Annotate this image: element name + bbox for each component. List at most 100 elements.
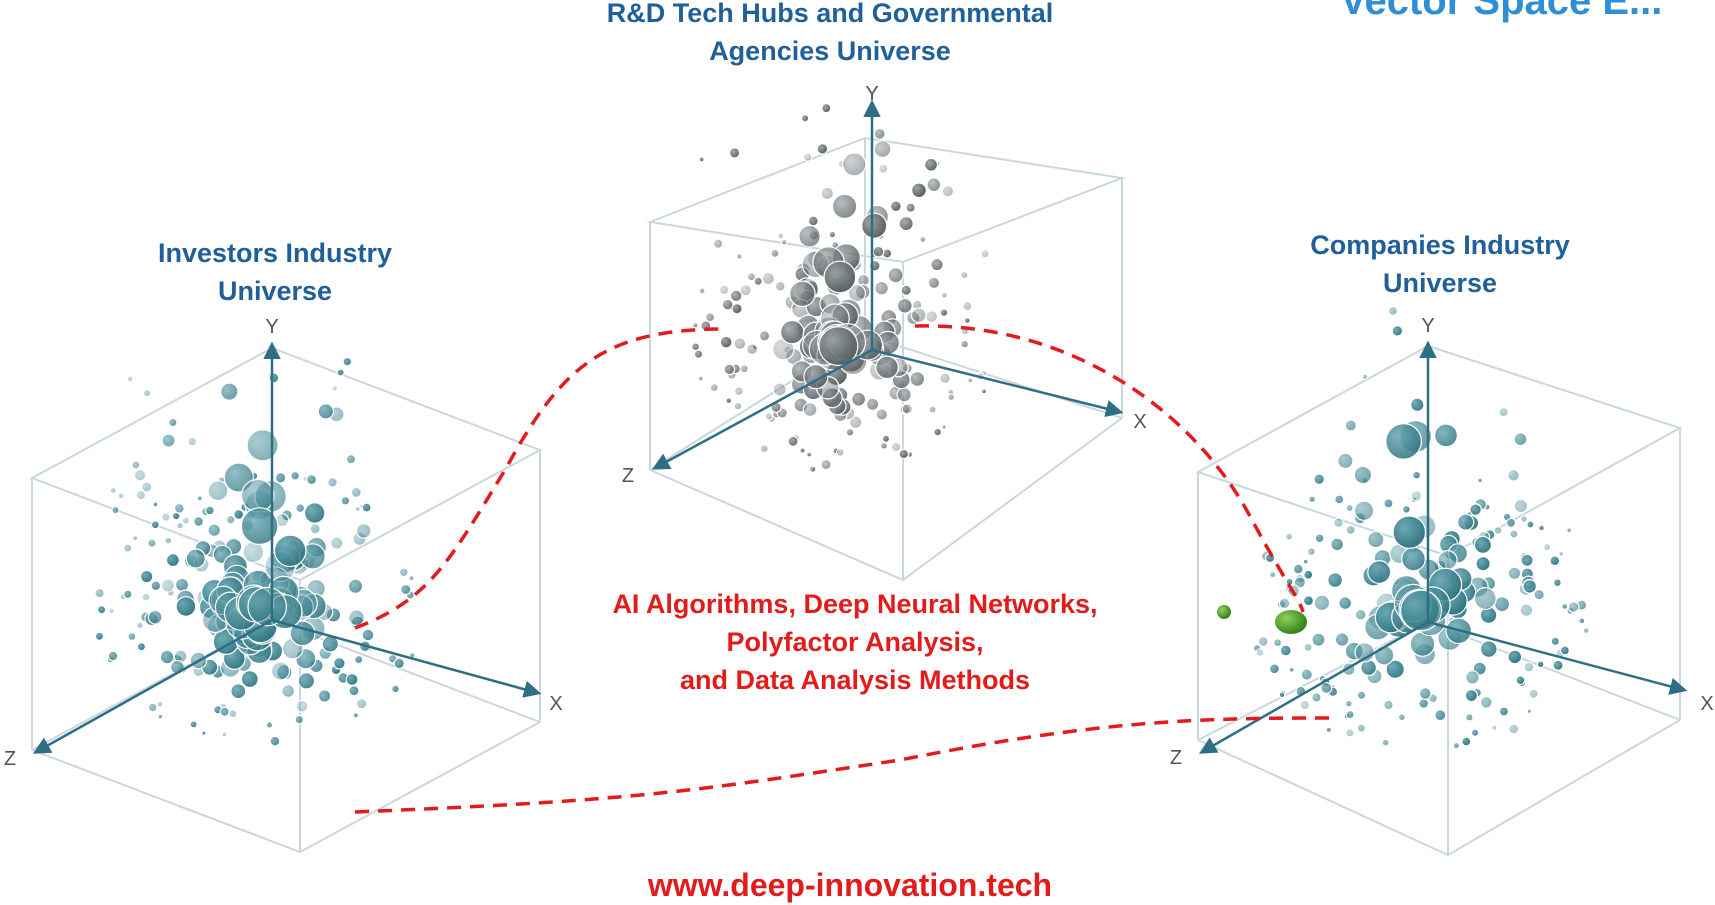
methods-line3: and Data Analysis Methods [679, 665, 1031, 695]
nodes-companies-dot [1392, 515, 1427, 550]
nodes-rnd-dot [712, 238, 724, 249]
nodes-investors-dot [139, 569, 154, 584]
nodes-companies-dot [1498, 407, 1509, 418]
rnd-y-label: Y [865, 83, 878, 105]
nodes-companies-dot [1578, 617, 1586, 625]
nodes-investors-dot [108, 607, 115, 615]
nodes-investors-dot [327, 477, 338, 488]
investors-nodes [94, 356, 416, 747]
nodes-investors-dot [189, 720, 198, 729]
nodes-investors-dot [141, 592, 151, 602]
page-title: Vector Space E... [1340, 0, 1663, 23]
nodes-investors-dot [123, 543, 133, 553]
nodes-investors-dot [246, 429, 279, 462]
nodes-investors-dot [147, 538, 157, 548]
nodes-companies-dot [1307, 547, 1316, 556]
nodes-investors-dot [204, 505, 215, 516]
nodes-companies-dot [1452, 742, 1461, 750]
rnd-x-axis [871, 348, 1124, 418]
connector-rnd-to-companies [914, 324, 1305, 613]
nodes-companies-dot [1391, 325, 1404, 337]
nodes-rnd-dot [845, 428, 855, 437]
nodes-rnd-dot [753, 276, 763, 286]
nodes-investors-dot [361, 628, 375, 642]
nodes-companies-dot [1461, 736, 1472, 747]
nodes-rnd-dot [691, 342, 700, 352]
nodes-rnd-dot [831, 193, 858, 220]
nodes-rnd-dot [872, 245, 885, 258]
companies-y-label: Y [1421, 315, 1434, 337]
companies-z-label: Z [1170, 747, 1182, 769]
companies-nodes [1252, 306, 1590, 750]
nodes-investors-dot [230, 683, 247, 700]
nodes-companies-dot [1473, 535, 1493, 555]
nodes-investors-dot [294, 714, 304, 725]
nodes-rnd-dot [777, 232, 784, 240]
nodes-rnd-dot [933, 427, 942, 437]
nodes-rnd-dot [926, 177, 942, 193]
nodes-rnd-dot [963, 317, 971, 325]
nodes-investors-dot [185, 548, 206, 569]
nodes-investors-dot [168, 417, 178, 428]
nodes-rnd-dot [939, 372, 951, 384]
nodes-companies-dot [1473, 586, 1497, 610]
nodes-rnd-dot [898, 216, 914, 232]
nodes-investors-dot [161, 512, 171, 522]
nodes-companies-dot [1507, 649, 1523, 665]
nodes-rnd-dot [728, 147, 741, 159]
nodes-investors-dot [157, 713, 164, 720]
nodes-investors-dot [165, 553, 180, 568]
nodes-rnd-dot [709, 383, 719, 393]
nodes-companies-dot [1345, 728, 1355, 738]
nodes-investors-dot [123, 589, 133, 600]
nodes-rnd-dot [940, 291, 948, 299]
rnd-z-label: Z [622, 465, 634, 487]
nodes-rnd-dot [802, 402, 818, 418]
nodes-rnd-dot [733, 401, 743, 411]
nodes-investors-dot [164, 536, 173, 545]
nodes-rnd-dot [919, 236, 927, 244]
nodes-investors-dot [393, 657, 405, 670]
companies-x-axis [1427, 620, 1688, 695]
nodes-companies-dot [1367, 559, 1392, 584]
rnd-title-line1: R&D Tech Hubs and Governmental [606, 0, 1054, 28]
nodes-rnd-dot [772, 382, 787, 397]
nodes-companies-dot [1374, 645, 1395, 666]
nodes-rnd-dot [873, 140, 892, 159]
nodes-companies-dot [1508, 723, 1520, 735]
nodes-companies-dot [1399, 589, 1442, 632]
nodes-companies-dot [1285, 532, 1294, 541]
nodes-investors-dot [94, 631, 105, 641]
nodes-investors-dot [347, 578, 364, 595]
nodes-rnd-dot [692, 322, 699, 329]
nodes-companies-dot [1257, 635, 1269, 647]
nodes-companies-dot [1418, 687, 1432, 700]
nodes-rnd-dot [809, 465, 817, 473]
nodes-companies-dot [1334, 494, 1345, 505]
investors-x-label: X [549, 693, 562, 715]
nodes-rnd-dot [941, 185, 955, 198]
nodes-rnd-dot [875, 355, 899, 380]
footer-url[interactable]: www.deep-innovation.tech [647, 867, 1053, 903]
connector-investors-to-rnd [354, 327, 721, 630]
nodes-investors-dot [269, 735, 281, 747]
nodes-rnd-dot [698, 287, 706, 295]
companies-title-line1: Companies Industry [1310, 230, 1570, 260]
nodes-investors-dot [111, 505, 120, 515]
nodes-rnd-dot [739, 364, 749, 374]
nodes-rnd-dot [924, 157, 939, 172]
nodes-companies-dot [1410, 397, 1425, 412]
nodes-investors-dot [317, 403, 334, 420]
nodes-rnd-dot [900, 284, 912, 296]
nodes-companies-dot [1397, 713, 1406, 722]
nodes-investors-dot [221, 731, 228, 738]
nodes-rnd-dot [821, 103, 832, 114]
nodes-companies-dot [1338, 596, 1353, 610]
nodes-companies-dot [1356, 723, 1366, 733]
nodes-companies-dot [1469, 503, 1482, 516]
nodes-investors-dot [281, 684, 296, 698]
nodes-rnd-dot [851, 391, 867, 407]
nodes-companies-dot [1538, 524, 1545, 532]
nodes-rnd-dot [881, 434, 891, 443]
nodes-companies-dot [1367, 530, 1385, 549]
